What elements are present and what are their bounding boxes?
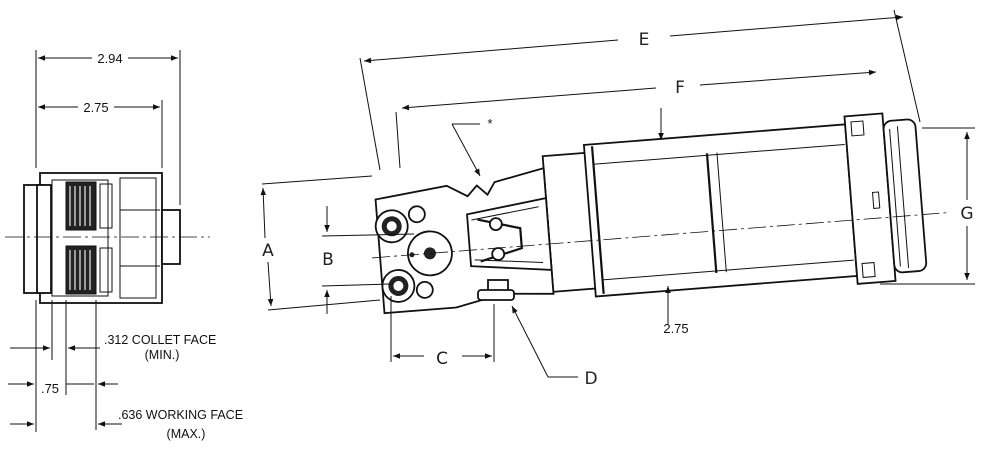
dim-height: 2.75 — [663, 321, 688, 336]
lower-jaw — [65, 245, 97, 295]
side-view: 2.94 2.75 .312 COLLET FACE (MIN.) .75 .6… — [5, 50, 243, 441]
label-e: E — [639, 30, 650, 50]
label-a: A — [262, 241, 274, 261]
side-body — [39, 172, 163, 304]
upper-jaw — [65, 181, 97, 231]
dim-overall-width: 2.94 — [97, 51, 122, 66]
label-d: D — [584, 369, 597, 389]
label-g: G — [960, 204, 973, 224]
collet-face-qualifier: (MIN.) — [145, 348, 180, 362]
jaw-block — [466, 197, 553, 271]
dim-offset: .75 — [41, 381, 59, 396]
label-b: B — [322, 250, 334, 270]
gripper-assembly — [372, 112, 951, 315]
label-c: C — [436, 349, 448, 369]
working-face-qualifier: (MAX.) — [167, 427, 206, 441]
label-f: F — [675, 78, 685, 98]
collet-face-note: .312 COLLET FACE — [104, 333, 216, 347]
working-face-note: .636 WORKING FACE — [118, 408, 243, 422]
finger-plate — [374, 167, 555, 315]
front-view: E F G A B C D 2 — [260, 9, 975, 389]
pin-d — [477, 279, 515, 301]
dim-body-width: 2.75 — [83, 100, 108, 115]
end-boss — [882, 118, 928, 274]
asterisk-note: * — [487, 116, 492, 131]
